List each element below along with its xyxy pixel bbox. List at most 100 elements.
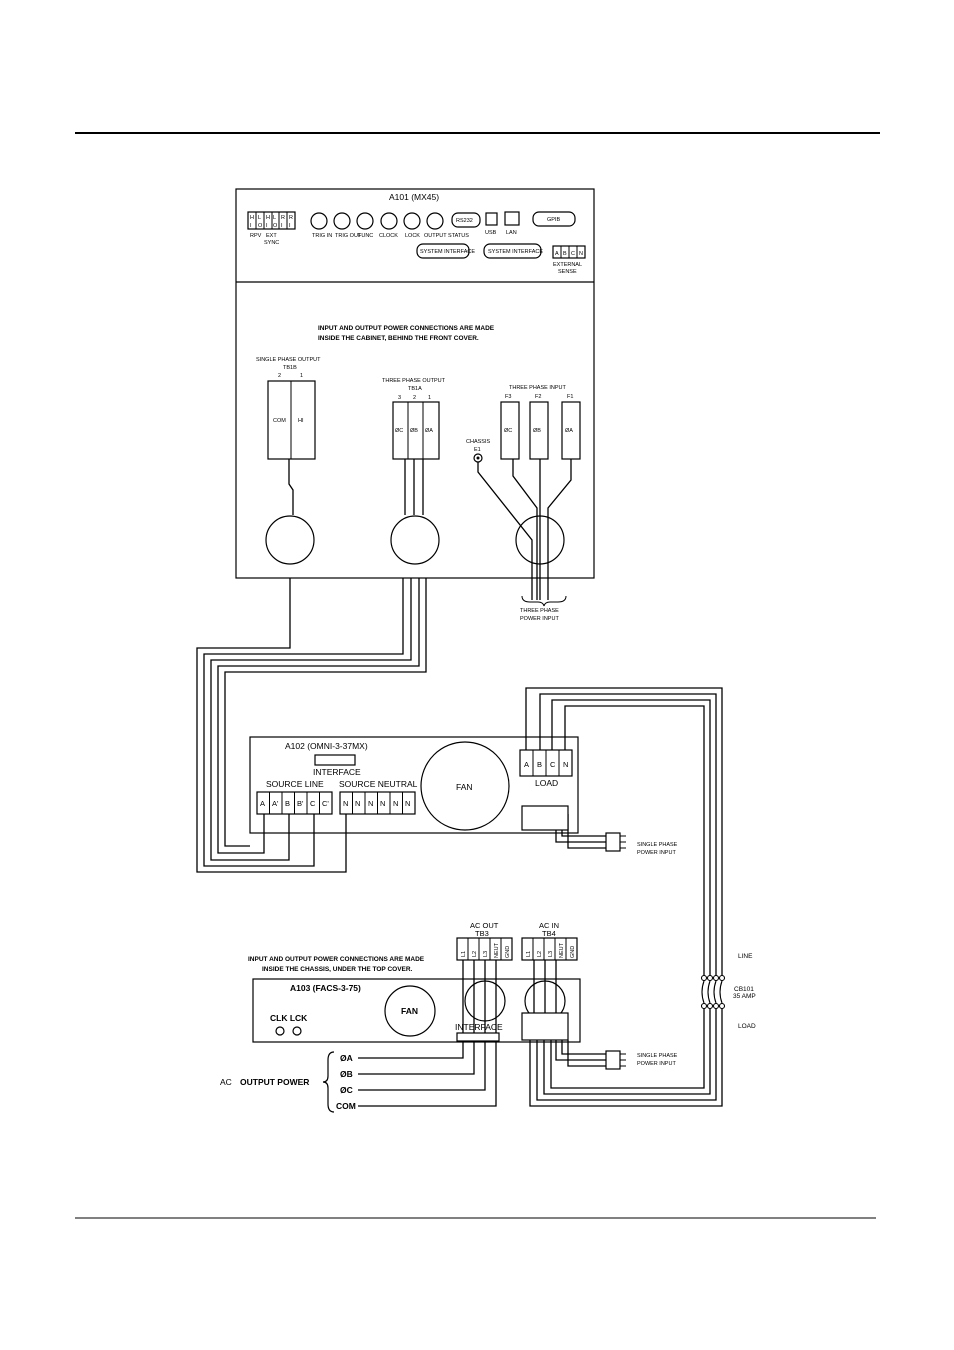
tb1b-cell: HI bbox=[298, 418, 304, 424]
tb4-cell: L2 bbox=[537, 951, 543, 957]
three-phase-output-label: THREE PHASE OUTPUT bbox=[382, 378, 446, 384]
a101-unit: A101 (MX45) H L H L R R I O I O I I RPV … bbox=[235, 188, 595, 622]
switch-label: R bbox=[289, 215, 293, 221]
input-cell: ØA bbox=[565, 428, 573, 434]
source-neutral-cell: N bbox=[380, 799, 385, 808]
bnc-connector bbox=[356, 212, 374, 230]
tb3-cell: L1 bbox=[461, 951, 467, 957]
output-phase-label: COM bbox=[336, 1101, 356, 1111]
a101-note: INSIDE THE CABINET, BEHIND THE FRONT COV… bbox=[318, 335, 479, 342]
bnc-label: LOCK bbox=[405, 233, 420, 239]
system-interface-label: SYSTEM INTERFACE bbox=[420, 249, 475, 255]
bnc-connector bbox=[333, 212, 351, 230]
a102-unit: A102 (OMNI-3-37MX) INTERFACE SOURCE LINE… bbox=[249, 736, 678, 856]
load-cell: B bbox=[537, 760, 542, 769]
a103-title: A103 (FACS-3-75) bbox=[290, 983, 361, 993]
source-neutral-cell: N bbox=[393, 799, 398, 808]
load-cell: N bbox=[563, 760, 568, 769]
tb1a-cell: ØC bbox=[395, 428, 403, 434]
system-interface-connector bbox=[483, 243, 542, 259]
a103-single-phase-label: POWER INPUT bbox=[637, 1061, 676, 1067]
a102-plug bbox=[605, 832, 621, 852]
rpv-label: RPV bbox=[250, 233, 262, 239]
e1-label: E1 bbox=[474, 447, 481, 453]
source-line-cell: B bbox=[285, 799, 290, 808]
tb3-cell: GND bbox=[505, 946, 511, 958]
switch-label: L bbox=[273, 215, 276, 221]
lan-label: LAN bbox=[506, 230, 517, 236]
a103-interface-connector bbox=[456, 1032, 500, 1042]
ac-out-label: AC OUT bbox=[470, 921, 499, 930]
rs232-port bbox=[451, 212, 481, 228]
breaker-amp-label: 35 AMP bbox=[733, 993, 756, 1000]
switch-label: I bbox=[289, 223, 291, 229]
a102-load-label: LOAD bbox=[535, 778, 558, 788]
clk-connector bbox=[275, 1026, 285, 1036]
gpib-label: GPIB bbox=[547, 217, 560, 223]
sense-cell: C bbox=[571, 251, 575, 257]
sense-cell: N bbox=[579, 251, 583, 257]
breaker-load-label: LOAD bbox=[738, 1023, 756, 1030]
system-interface-connector bbox=[416, 243, 470, 259]
source-line-cell: A bbox=[260, 799, 265, 808]
switch-label: O bbox=[273, 223, 278, 229]
source-line-cell: A' bbox=[272, 799, 279, 808]
breaker-cb-label: CB101 bbox=[734, 986, 754, 993]
lck-connector bbox=[292, 1026, 302, 1036]
ac-label: AC bbox=[220, 1077, 232, 1087]
tb1b-cell: COM bbox=[273, 418, 286, 424]
output-power-label: OUTPUT POWER bbox=[240, 1077, 309, 1087]
bnc-label: FUNC bbox=[358, 233, 373, 239]
input-cell: ØC bbox=[504, 428, 512, 434]
tb1a-label: TB1A bbox=[408, 386, 422, 392]
switch-label: H bbox=[250, 215, 254, 221]
bnc-label: OUTPUT STATUS bbox=[424, 233, 469, 239]
bnc-connector bbox=[380, 212, 398, 230]
source-neutral-label: SOURCE NEUTRAL bbox=[339, 779, 418, 789]
input-num: F2 bbox=[535, 394, 541, 400]
tb1a-num: 3 bbox=[398, 395, 401, 401]
tb1b-num: 2 bbox=[278, 373, 281, 379]
input-cell: ØB bbox=[533, 428, 541, 434]
switch-label: O bbox=[258, 223, 263, 229]
chassis-label: CHASSIS bbox=[466, 439, 490, 445]
source-line-cell: C bbox=[310, 799, 316, 808]
rs232-label: RS232 bbox=[456, 218, 473, 224]
bnc-label: TRIG OUT bbox=[335, 233, 362, 239]
tb3-cell: NEUT bbox=[494, 942, 500, 958]
a102-title: A102 (OMNI-3-37MX) bbox=[285, 741, 368, 751]
a103-fan bbox=[384, 985, 436, 1037]
source-neutral-cell: N bbox=[343, 799, 348, 808]
sense-cell: A bbox=[555, 251, 559, 257]
tb3-label: TB3 bbox=[475, 929, 489, 938]
a103-interface-label: INTERFACE bbox=[455, 1022, 503, 1032]
switch-label: H bbox=[266, 215, 270, 221]
bnc-label: TRIG IN bbox=[312, 233, 332, 239]
ac-in-label: AC IN bbox=[539, 921, 559, 930]
bnc-label: CLOCK bbox=[379, 233, 398, 239]
tb1b-num: 1 bbox=[300, 373, 303, 379]
tb4-cell: GND bbox=[570, 946, 576, 958]
tb4-cell: L3 bbox=[548, 951, 554, 957]
tb1a-cell: ØB bbox=[410, 428, 418, 434]
a102-single-phase-label: SINGLE PHASE bbox=[637, 842, 678, 848]
single-phase-output-label: SINGLE PHASE OUTPUT bbox=[256, 357, 321, 363]
tb3-cell: L3 bbox=[483, 951, 489, 957]
bnc-connector bbox=[426, 212, 444, 230]
a103-unit: INPUT AND OUTPUT POWER CONNECTIONS ARE M… bbox=[220, 921, 678, 1113]
a103-note: INPUT AND OUTPUT POWER CONNECTIONS ARE M… bbox=[248, 956, 425, 963]
tb3-cell: L2 bbox=[472, 951, 478, 957]
external-label: EXTERNAL bbox=[553, 262, 582, 268]
bnc-connector bbox=[310, 212, 328, 230]
source-line-cell: B' bbox=[297, 799, 304, 808]
input-num: F3 bbox=[505, 394, 511, 400]
a103-fan-label: FAN bbox=[401, 1006, 418, 1016]
brace bbox=[521, 595, 567, 607]
cable-gland bbox=[265, 515, 315, 565]
three-phase-power-input-label: POWER INPUT bbox=[520, 616, 559, 622]
lan-port bbox=[504, 211, 520, 226]
a101-note: INPUT AND OUTPUT POWER CONNECTIONS ARE M… bbox=[318, 325, 495, 332]
ext-sync-label: SYNC bbox=[264, 240, 279, 246]
tb4-cell: NEUT bbox=[559, 942, 565, 958]
